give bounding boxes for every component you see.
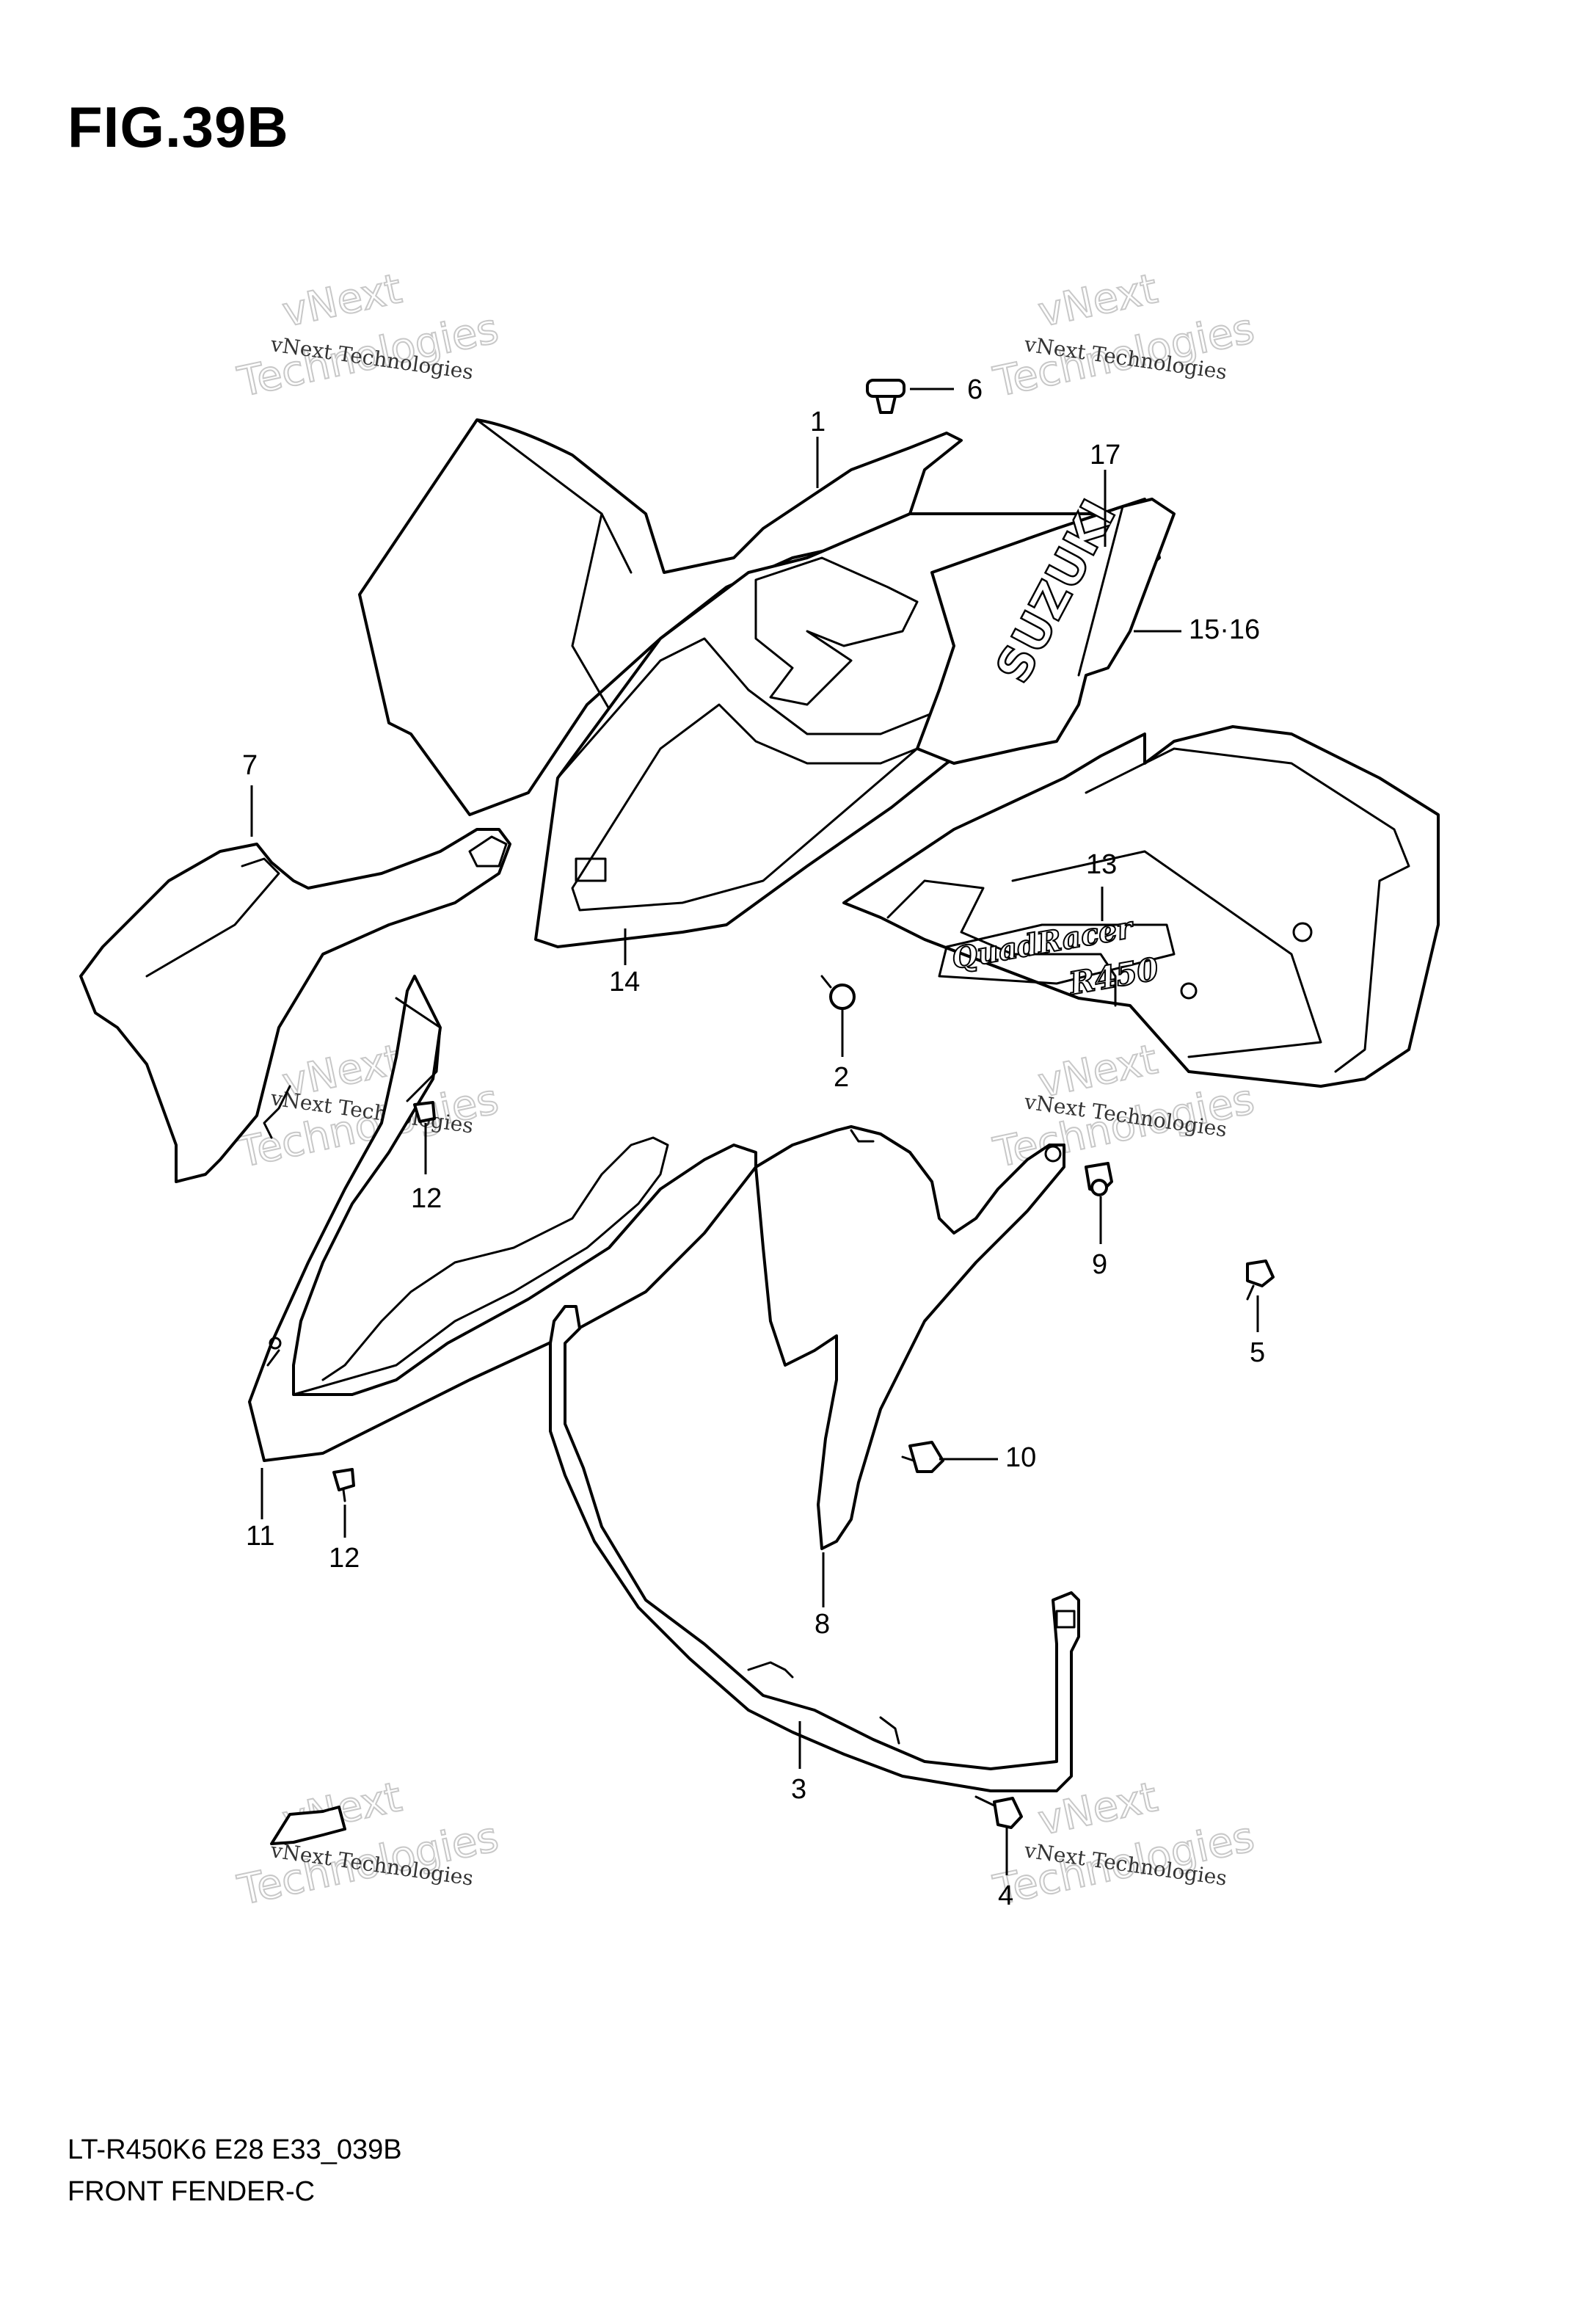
svg-text:vNext: vNext — [1034, 265, 1162, 337]
front-fender-part-1: SUZUKI QuadRacer R450 — [358, 418, 1440, 1088]
callout-14: 14 — [609, 967, 640, 997]
lower-cover-part-11 — [248, 975, 757, 1462]
callout-labels: 6 1 17 15·16 13 14 7 2 12 9 5 10 11 12 8… — [242, 374, 1265, 1911]
callout-9: 9 — [1092, 1249, 1107, 1280]
drawing-code: LT-R450K6 E28 E33_039B — [68, 2134, 402, 2165]
bolt-part-4 — [974, 1795, 1023, 1829]
callout-15-16: 15·16 — [1189, 614, 1260, 645]
leader-lines — [250, 388, 1259, 1875]
callout-2: 2 — [834, 1062, 849, 1093]
mud-guard-part-8 — [754, 1125, 1065, 1550]
screw-part-9 — [1085, 1162, 1113, 1196]
callout-11: 11 — [246, 1521, 274, 1552]
callout-3: 3 — [791, 1774, 806, 1805]
callout-12-upper: 12 — [411, 1183, 442, 1214]
watermark-mid-left: vNext Technologies vNext Technologies — [233, 1035, 503, 1178]
clip-part-10 — [901, 1441, 944, 1473]
drawing-name: FRONT FENDER-C — [68, 2176, 316, 2207]
screw-part-2 — [820, 975, 856, 1010]
figure-title: FIG.39B — [68, 95, 289, 159]
callout-12-lower: 12 — [329, 1543, 360, 1574]
side-panel-part-7 — [79, 828, 511, 1183]
screw-part-12-lower — [332, 1468, 355, 1502]
callout-6: 6 — [967, 374, 983, 405]
callout-17: 17 — [1090, 440, 1121, 470]
callout-5: 5 — [1250, 1337, 1265, 1368]
svg-text:vNext: vNext — [278, 265, 406, 337]
callout-13: 13 — [1086, 849, 1117, 880]
watermark-bottom-right: vNext Technologies vNext Technologies — [988, 1773, 1258, 1916]
watermark-top-right: vNext Technologies vNext Technologies — [988, 264, 1258, 407]
callout-10: 10 — [1005, 1442, 1036, 1473]
callout-4: 4 — [998, 1880, 1013, 1911]
watermark-top-left: vNext Technologies vNext Technologies — [233, 264, 503, 407]
screw-part-12-upper — [413, 1101, 436, 1123]
clip-part-6 — [866, 379, 906, 414]
callout-7: 7 — [242, 750, 258, 781]
callout-1: 1 — [810, 407, 826, 437]
callout-8: 8 — [815, 1609, 830, 1640]
bolt-part-5 — [1246, 1259, 1275, 1301]
bracket-part-3 — [549, 1305, 1080, 1792]
